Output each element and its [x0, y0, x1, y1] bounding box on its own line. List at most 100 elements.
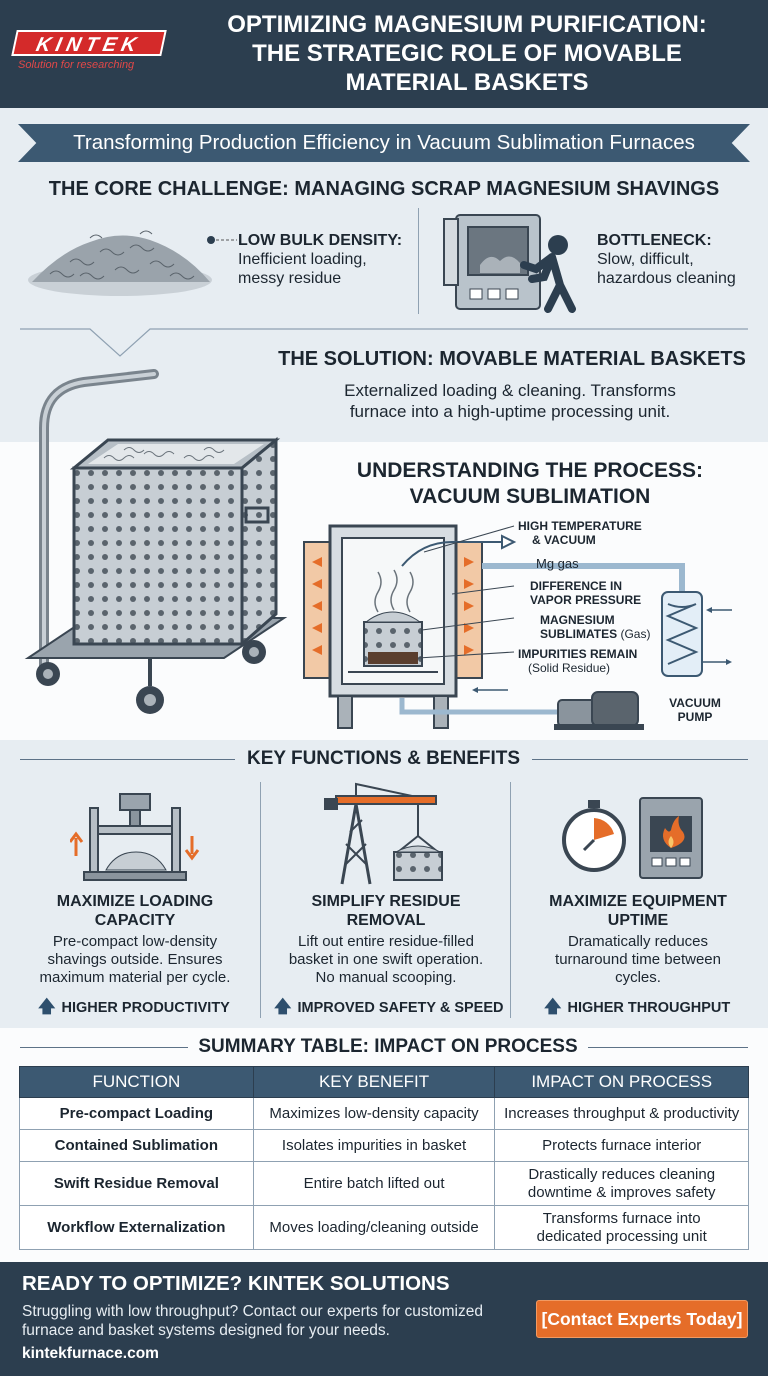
cell-impact: Drastically reduces cleaning downtime & … [494, 1161, 749, 1206]
cell-function: Pre-compact Loading [19, 1097, 254, 1130]
label-impurities-remain: IMPURITIES REMAIN (Solid Residue) [518, 647, 637, 675]
footer-line-2: furnace and basket systems designed for … [22, 1322, 390, 1339]
label-magnesium-line-2: SUBLIMATES [540, 627, 618, 641]
table-row: Swift Residue Removal Entire batch lifte… [19, 1161, 749, 1206]
benefit-3-title-line-2: UPTIME [607, 912, 669, 929]
arrow-up-icon: 🡅 [38, 997, 56, 1016]
footer-line-1: Struggling with low throughput? Contact … [22, 1303, 483, 1320]
cell-benefit: Moves loading/cleaning outside [252, 1205, 496, 1250]
cell-impact-line-1: Increases throughput & productivity [504, 1104, 740, 1122]
label-high-temperature-line-2: & VACUUM [532, 533, 596, 547]
label-vacuum-pump: VACUUM PUMP [666, 696, 724, 724]
summary-rule-right [588, 1047, 748, 1048]
title-line-3: MATERIAL BASKETS [345, 69, 589, 96]
stopwatch-and-furnace-icon [562, 797, 703, 879]
benefit-2-tag-text: IMPROVED SAFETY & SPEED [297, 1000, 504, 1016]
benefit-2-text-2: basket in one swift operation. [288, 951, 484, 968]
label-impurities-line-1: IMPURITIES REMAIN [518, 647, 638, 661]
challenge-divider [418, 208, 419, 314]
cell-function: Swift Residue Removal [19, 1161, 254, 1206]
label-magnesium-line-1: MAGNESIUM [540, 613, 615, 627]
solution-description: Externalized loading & cleaning. Transfo… [300, 380, 720, 422]
benefits-rule-left [20, 759, 235, 760]
benefit-1-tag: 🡅 HIGHER PRODUCTIVITY [38, 998, 230, 1017]
footer-url-link[interactable]: kintekfurnace.com [22, 1345, 159, 1362]
benefit-3-tag: 🡅HIGHER THROUGHPUT [544, 998, 730, 1017]
logo-wordmark: KINTEK [11, 30, 167, 56]
subtitle-banner: Transforming Production Efficiency in Va… [18, 124, 750, 162]
core-challenge-heading: THE CORE CHALLENGE: MANAGING SCRAP MAGNE… [48, 178, 720, 200]
benefits-heading: KEY FUNCTIONS & BENEFITS [246, 748, 521, 769]
label-vapor-pressure: DIFFERENCE IN VAPOR PRESSURE [530, 579, 641, 607]
title-line-2: THE STRATEGIC ROLE OF MOVABLE [252, 40, 682, 67]
pointer-dot-icon [207, 236, 237, 244]
benefit-1-text-3: maximum material per cycle. [39, 969, 231, 986]
cell-impact-line-1: Drastically reduces cleaning [528, 1165, 716, 1183]
arrow-up-icon: 🡅 [274, 997, 292, 1016]
benefit-2-title-line-1: SIMPLIFY RESIDUE [311, 893, 461, 910]
summary-rule-left [20, 1047, 188, 1048]
crane-lifting-basket-icon [324, 782, 443, 885]
cell-benefit: Isolates impurities in basket [252, 1129, 496, 1162]
benefit-1-title-line-1: MAXIMIZE LOADING [56, 893, 214, 910]
bottleneck-line-2: hazardous cleaning [597, 270, 736, 287]
benefit-2-description: Lift out entire residue-filled basket in… [270, 933, 502, 987]
benefit-1-text-1: Pre-compact low-density [52, 933, 218, 950]
process-title-line-2: VACUUM SUBLIMATION [409, 485, 651, 508]
cell-benefit: Entire batch lifted out [252, 1161, 496, 1206]
cell-impact-line-1: Transforms furnace into [542, 1209, 701, 1227]
label-magnesium-sublimates: MAGNESIUM SUBLIMATES (Gas) [540, 613, 650, 641]
cell-impact-line-1: Protects furnace interior [542, 1136, 702, 1154]
cell-benefit: Maximizes low-density capacity [252, 1097, 496, 1130]
footer-description: Struggling with low throughput? Contact … [22, 1302, 522, 1340]
summary-table: FUNCTION KEY BENEFIT IMPACT ON PROCESS P… [19, 1066, 749, 1250]
label-high-temperature-line-1: HIGH TEMPERATURE [518, 519, 642, 533]
column-header-impact: IMPACT ON PROCESS [494, 1066, 749, 1098]
table-row: Workflow Externalization Moves loading/c… [19, 1205, 749, 1250]
benefit-2-tag: 🡅 IMPROVED SAFETY & SPEED [274, 998, 503, 1017]
benefit-3-text-1: Dramatically reduces [567, 933, 709, 950]
logo-tagline: Solution for researching [18, 59, 135, 71]
benefit-3-title-line-1: MAXIMIZE EQUIPMENT [549, 893, 727, 910]
benefits-divider-1 [260, 782, 261, 1018]
low-bulk-density-title: LOW BULK DENSITY: [238, 232, 403, 249]
benefit-3-tag-text: HIGHER THROUGHPUT [567, 1000, 731, 1016]
summary-header-row: FUNCTION KEY BENEFIT IMPACT ON PROCESS [19, 1066, 749, 1098]
cell-function: Workflow Externalization [19, 1205, 254, 1250]
cell-impact-line-2: downtime & improves safety [527, 1183, 716, 1201]
low-bulk-density-line-2: messy residue [238, 270, 342, 287]
low-bulk-density-callout: LOW BULK DENSITY: Inefficient loading, m… [238, 232, 418, 288]
table-row: Pre-compact Loading Maximizes low-densit… [19, 1097, 749, 1130]
label-high-temperature: HIGH TEMPERATURE & VACUUM [518, 519, 642, 547]
furnace-cleaning-worker-icon [443, 214, 576, 313]
label-vacuum-pump-line-2: PUMP [677, 710, 713, 724]
benefits-rule-right [532, 759, 748, 760]
label-impurities-line-2: (Solid Residue) [528, 661, 611, 675]
solution-heading: THE SOLUTION: MOVABLE MATERIAL BASKETS [278, 348, 746, 370]
cell-impact: Increases throughput & productivity [494, 1097, 749, 1130]
title-line-1: OPTIMIZING MAGNESIUM PURIFICATION: [227, 11, 707, 38]
section-separator [20, 328, 748, 357]
bottleneck-title: BOTTLENECK: [597, 232, 712, 249]
solution-line-2: furnace into a high-uptime processing un… [349, 402, 671, 421]
contact-experts-button[interactable]: [Contact Experts Today] [536, 1300, 748, 1338]
process-title-line-1: UNDERSTANDING THE PROCESS: [356, 459, 704, 482]
benefit-2-text-3: No manual scooping. [315, 969, 457, 986]
benefit-1-title: MAXIMIZE LOADING CAPACITY [20, 892, 250, 930]
table-row: Contained Sublimation Isolates impuritie… [19, 1129, 749, 1162]
benefit-1-tag-text: HIGHER PRODUCTIVITY [61, 1000, 230, 1016]
benefit-1-description: Pre-compact low-density shavings outside… [20, 933, 250, 987]
benefit-2-text-1: Lift out entire residue-filled [298, 933, 474, 950]
kintek-logo[interactable]: KINTEK Solution for researching [11, 30, 167, 71]
benefit-1-text-2: shavings outside. Ensures [47, 951, 223, 968]
cell-impact: Transforms furnace into dedicated proces… [494, 1205, 749, 1250]
benefit-2-title: SIMPLIFY RESIDUE REMOVAL [270, 892, 502, 930]
solution-line-1: Externalized loading & cleaning. Transfo… [344, 381, 676, 400]
column-header-key-benefit: KEY BENEFIT [252, 1066, 496, 1098]
column-header-function: FUNCTION [19, 1066, 254, 1098]
benefits-divider-2 [510, 782, 511, 1018]
bottleneck-line-1: Slow, difficult, [597, 251, 694, 268]
cell-impact: Protects furnace interior [494, 1129, 749, 1162]
label-vapor-pressure-line-2: VAPOR PRESSURE [530, 593, 642, 607]
benefit-3-text-2: turnaround time between [555, 951, 721, 968]
